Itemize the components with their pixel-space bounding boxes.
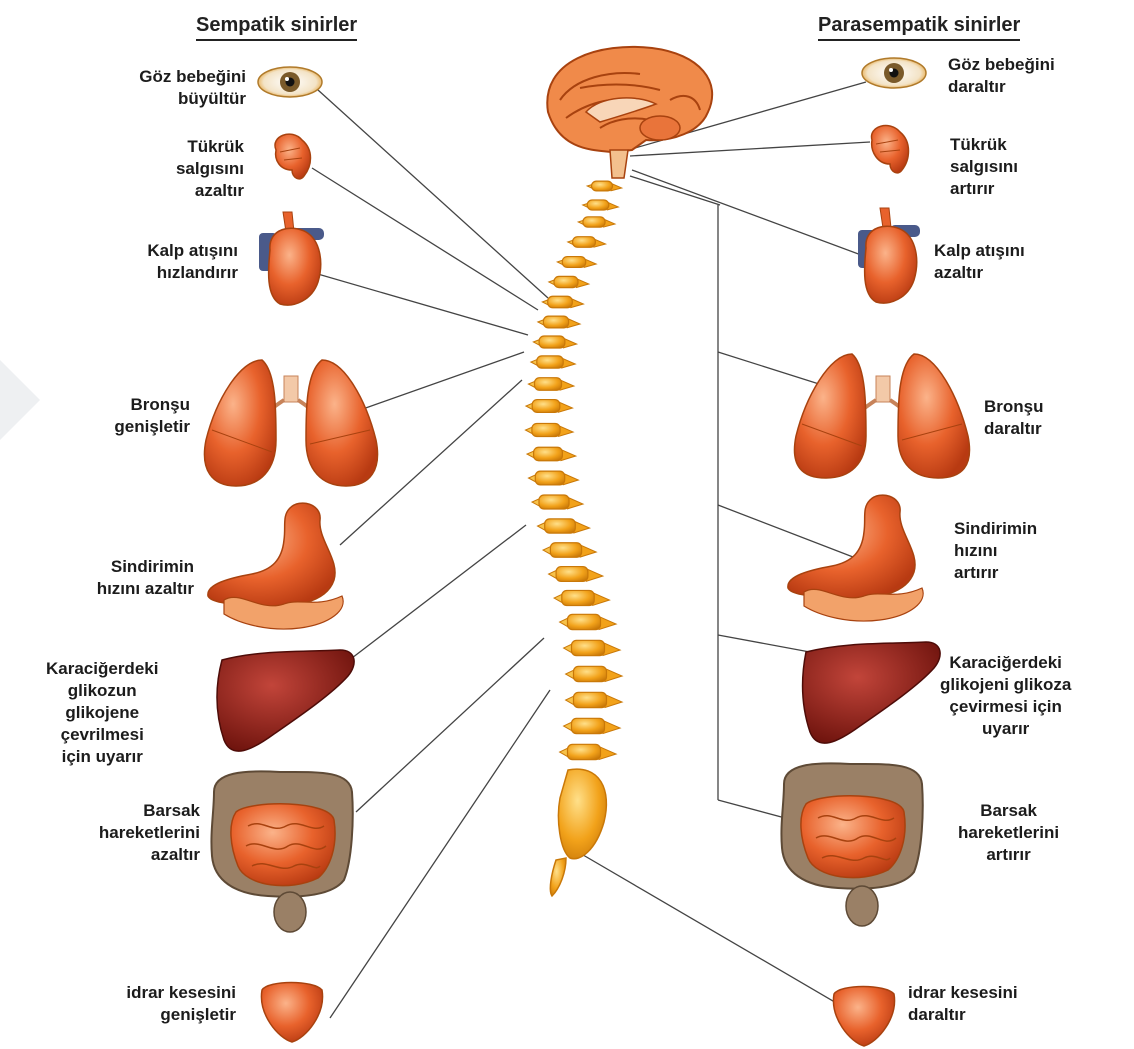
decorative-triangle	[0, 360, 40, 440]
intestines-right	[781, 763, 922, 926]
brain	[547, 47, 712, 178]
nerve-line-heart-left	[304, 270, 528, 335]
vertebra	[566, 666, 623, 681]
label-right-bladder: idrar kesesini daraltır	[908, 982, 1018, 1026]
label-right-saliva: Tükrük salgısını artırır	[950, 134, 1018, 200]
vertebra	[527, 447, 576, 460]
lungs-left	[204, 360, 377, 486]
vertebra	[560, 614, 617, 629]
sacrum	[550, 769, 606, 896]
vertebra	[528, 378, 574, 391]
intestines-left	[211, 771, 352, 932]
label-right-bronchi: Bronşu daraltır	[984, 396, 1044, 440]
vertebra	[583, 200, 619, 210]
eye-right	[862, 58, 926, 88]
vertebra	[538, 316, 580, 328]
liver-left	[217, 650, 354, 751]
vertebra	[528, 471, 578, 485]
vertebra	[549, 567, 603, 582]
nerve-line-saliva-left	[312, 168, 538, 310]
vertebra	[554, 590, 609, 605]
nerve-trunk-top	[630, 176, 720, 205]
stomach-left	[208, 503, 343, 629]
label-right-heart: Kalp atışını azaltır	[934, 240, 1025, 284]
vertebra	[549, 276, 589, 287]
vertebra	[564, 718, 621, 733]
label-left-bladder: idrar kesesini genişletir	[126, 982, 236, 1026]
label-left-heart: Kalp atışını hızlandırır	[147, 240, 238, 284]
label-left-bronchi: Bronşu genişletir	[114, 394, 190, 438]
bladder-right	[833, 987, 894, 1047]
vertebra	[525, 423, 573, 436]
nerve-line-heart-right	[632, 170, 880, 262]
vertebra	[533, 336, 576, 348]
label-left-saliva: Tükrük salgısını azaltır	[176, 136, 244, 202]
nerve-line-stomach-right	[718, 505, 866, 562]
heart-right	[858, 208, 920, 303]
bladder-left	[261, 983, 322, 1043]
label-left-digestion: Sindirimin hızını azaltır	[97, 556, 194, 600]
vertebra	[531, 356, 575, 368]
heading-sympathetic: Sempatik sinirler	[196, 14, 357, 41]
salivary-gland-left	[275, 134, 311, 179]
vertebra	[566, 692, 623, 707]
heart-left	[259, 212, 324, 305]
salivary-gland-right	[872, 126, 909, 173]
spinal-column	[525, 181, 622, 760]
vertebra	[543, 543, 596, 558]
vertebra	[526, 400, 573, 413]
vertebra	[587, 181, 622, 191]
vertebra	[542, 296, 583, 307]
label-right-digestion: Sindirimin hızını artırır	[954, 518, 1037, 584]
liver-right	[803, 642, 941, 743]
label-left-liver: Karaciğerdeki glikozun glikojene çevrilm…	[46, 658, 158, 768]
vertebra	[538, 519, 590, 533]
vertebra	[532, 495, 583, 509]
label-left-intestine: Barsak hareketlerini azaltır	[99, 800, 200, 866]
stomach-right	[788, 495, 923, 621]
label-left-eye: Göz bebeğini büyültür	[139, 66, 246, 110]
vertebra	[578, 217, 615, 227]
label-right-liver: Karaciğerdeki glikojeni glikoza çevirmes…	[940, 652, 1071, 740]
heading-parasympathetic: Parasempatik sinirler	[818, 14, 1020, 41]
vertebra	[568, 237, 606, 248]
nerve-line-saliva-right	[630, 142, 870, 156]
lungs-right	[794, 354, 969, 478]
vertebra	[564, 640, 621, 655]
vertebra	[557, 257, 596, 268]
label-right-intestine: Barsak hareketlerini artırır	[958, 800, 1059, 866]
nerve-line-intestine-left	[356, 638, 544, 812]
vertebra	[560, 744, 617, 759]
eye-left	[258, 67, 322, 97]
nerve-line-liver-left	[352, 525, 526, 658]
nerve-line-bladder-left	[330, 690, 550, 1018]
label-right-eye: Göz bebeğini daraltır	[948, 54, 1055, 98]
